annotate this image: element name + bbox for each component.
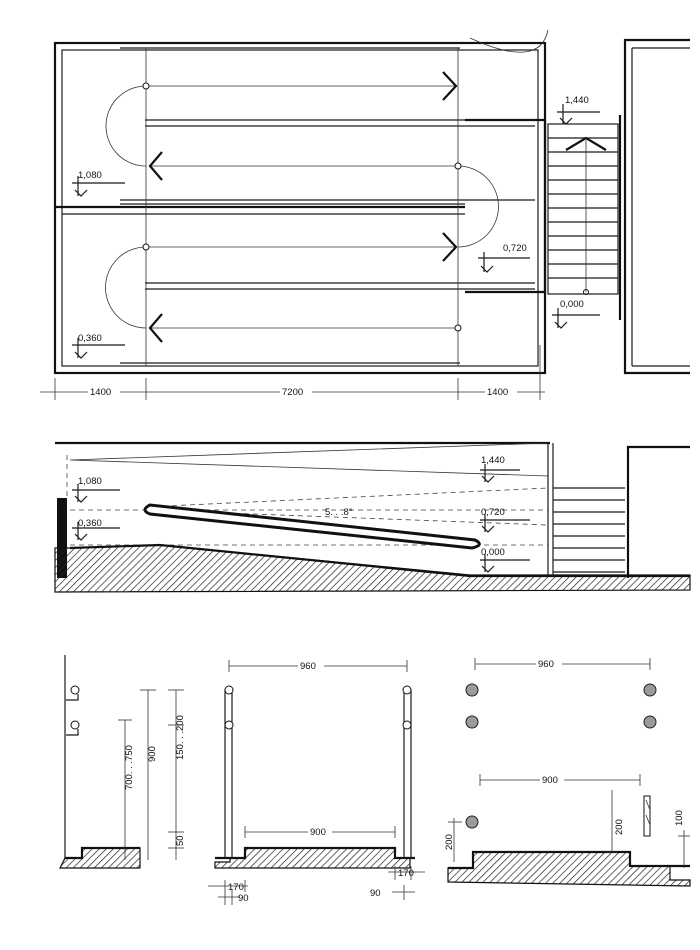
section-building xyxy=(626,445,690,578)
plan-level-0000: 0,000 xyxy=(552,299,600,329)
detail-ramp-width: 960 900 170 90 170 90 xyxy=(208,659,425,905)
plan-projection xyxy=(465,118,547,294)
plan-level-label: 1,080 xyxy=(78,170,102,181)
detail1-height-2: 900 xyxy=(147,746,158,762)
rail-section-dot xyxy=(465,815,479,829)
detail1-height-3: 150. . .200 xyxy=(175,715,186,760)
section-level-0000: 0,000 xyxy=(480,547,530,573)
section-level-1440: 1,440 xyxy=(480,455,520,483)
plan-level-1080: 1,080 xyxy=(72,170,125,197)
dim-middle: 7200 xyxy=(282,387,303,398)
section-stairs xyxy=(547,443,625,576)
section-level-label: 0,720 xyxy=(481,507,505,518)
detail3-width-inner: 900 xyxy=(542,775,558,786)
dim-right: 1400 xyxy=(487,387,508,398)
detail2-offset-left: 90 xyxy=(238,893,249,904)
plan-level-label: 0,720 xyxy=(503,243,527,254)
section-level-0360: 0,360 xyxy=(72,518,120,541)
ramp-plan: 1,440 1,080 0,720 0,360 0,000 xyxy=(40,29,690,400)
detail2-base-left: 170 xyxy=(228,882,244,893)
plan-level-0360: 0,360 xyxy=(72,333,125,359)
detail2-width-outer: 960 xyxy=(300,661,316,672)
detail3-height-rail: 200 xyxy=(614,819,625,835)
dim-left: 1400 xyxy=(90,387,111,398)
section-level-label: 1,440 xyxy=(481,455,505,466)
kerb-rail-bar xyxy=(643,795,651,837)
plan-building xyxy=(623,38,690,375)
section-level-label: 0,000 xyxy=(481,547,505,558)
section-level-0720: 0,720 xyxy=(480,507,530,533)
detail-kerb-and-rail: 960 900 200 200 100 xyxy=(444,657,691,887)
plan-level-0720: 0,720 xyxy=(478,243,530,273)
plan-stairs xyxy=(547,123,619,295)
rail-section-dot xyxy=(465,715,479,729)
rail-section-dot xyxy=(643,715,657,729)
plan-level-label: 1,440 xyxy=(565,95,589,106)
plan-level-label: 0,360 xyxy=(78,333,102,344)
detail3-height-left: 200 xyxy=(444,834,455,850)
plan-direction-arrows xyxy=(148,71,458,343)
ramp-section: 1,440 1,080 0,720 0,360 0,000 5. . .8° xyxy=(54,441,691,593)
detail1-height-4: 50 xyxy=(175,835,186,846)
section-ground xyxy=(54,544,691,593)
detail3-width-outer: 960 xyxy=(538,659,554,670)
rail-section-dot xyxy=(465,683,479,697)
detail2-offset-right: 90 xyxy=(370,888,381,899)
section-slope-label: 5. . .8° xyxy=(325,507,353,518)
section-level-1080: 1,080 xyxy=(72,476,120,503)
detail3-height-kerb: 100 xyxy=(674,810,685,826)
section-ground-line xyxy=(69,543,690,578)
detail2-width-inner: 900 xyxy=(310,827,326,838)
plan-level-1440: 1,440 xyxy=(557,95,600,125)
detail-handrail-heights: 700. . .750 900 150. . .200 50 xyxy=(59,655,186,869)
plan-handrails xyxy=(120,47,535,364)
plan-walk-lines xyxy=(105,29,549,329)
section-ramp-profile xyxy=(143,503,481,550)
section-level-label: 1,080 xyxy=(78,476,102,487)
section-dash-a xyxy=(144,487,549,508)
plan-level-label: 0,000 xyxy=(560,299,584,310)
detail2-base-right: 170 xyxy=(398,868,414,879)
section-left-wall xyxy=(57,498,67,578)
section-level-label: 0,360 xyxy=(78,518,102,529)
plan-dimension-line: 1400 7200 1400 xyxy=(40,345,545,400)
detail1-height-1: 700. . .750 xyxy=(124,745,135,790)
section-upper-rails xyxy=(69,442,549,477)
rail-section-dot xyxy=(643,683,657,697)
